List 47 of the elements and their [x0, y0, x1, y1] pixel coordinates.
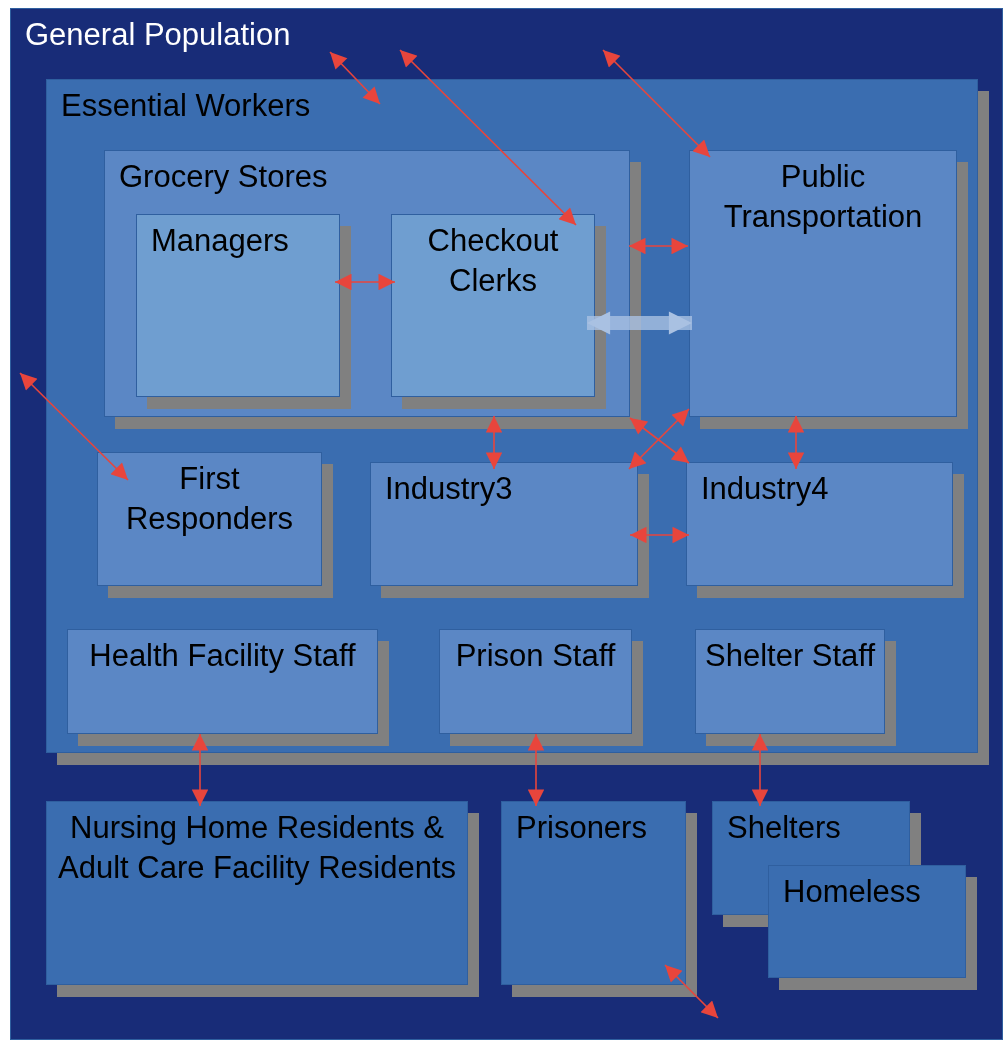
double-arrow: [664, 964, 719, 1019]
node-label: Health Facility Staff: [88, 637, 357, 675]
box-node: [439, 629, 632, 734]
region-box: [10, 8, 1003, 1040]
node-label: Industry4: [701, 470, 829, 508]
double-arrow: [399, 49, 577, 226]
node-label: Grocery Stores: [119, 158, 328, 196]
node-label: General Population: [25, 16, 291, 54]
node-label: Nursing Home Residents & Adult Care Facility Residents: [57, 809, 457, 887]
group-box: [104, 150, 630, 417]
box-node: [695, 629, 885, 734]
node-label: Homeless: [783, 873, 921, 911]
box-node: [370, 462, 638, 586]
double-arrow: [587, 311, 692, 335]
box-node: [67, 629, 378, 734]
node-label: First Responders: [124, 460, 295, 538]
double-arrow: [527, 733, 545, 807]
double-arrow: [334, 273, 396, 291]
box-node: [686, 462, 953, 586]
node-label: Prisoners: [516, 809, 647, 847]
double-arrow: [329, 51, 381, 105]
double-arrow: [751, 733, 769, 807]
node-label: Industry3: [385, 470, 513, 508]
box-node: [136, 214, 340, 397]
box-node: [689, 150, 957, 417]
double-arrow: [629, 526, 690, 544]
double-arrow: [628, 237, 689, 255]
box-node: [46, 801, 468, 985]
double-arrow: [629, 417, 690, 464]
box-node: [501, 801, 686, 985]
double-arrow: [787, 415, 805, 470]
node-label: Shelters: [727, 809, 841, 847]
box-node: [97, 452, 322, 586]
node-label: Shelter Staff: [704, 637, 876, 675]
node-label: Managers: [151, 222, 289, 260]
group-box: [46, 79, 978, 753]
double-arrow: [19, 372, 129, 481]
node-label: Prison Staff: [454, 637, 617, 675]
double-arrow: [485, 415, 503, 470]
node-label: Checkout Clerks: [426, 222, 560, 300]
node-label: Public Transportation: [722, 158, 924, 236]
box-node: [768, 865, 966, 978]
double-arrow: [602, 49, 711, 158]
double-arrow: [191, 733, 209, 807]
box-node: [391, 214, 595, 397]
node-label: Essential Workers: [61, 87, 311, 125]
double-arrow: [628, 408, 690, 470]
